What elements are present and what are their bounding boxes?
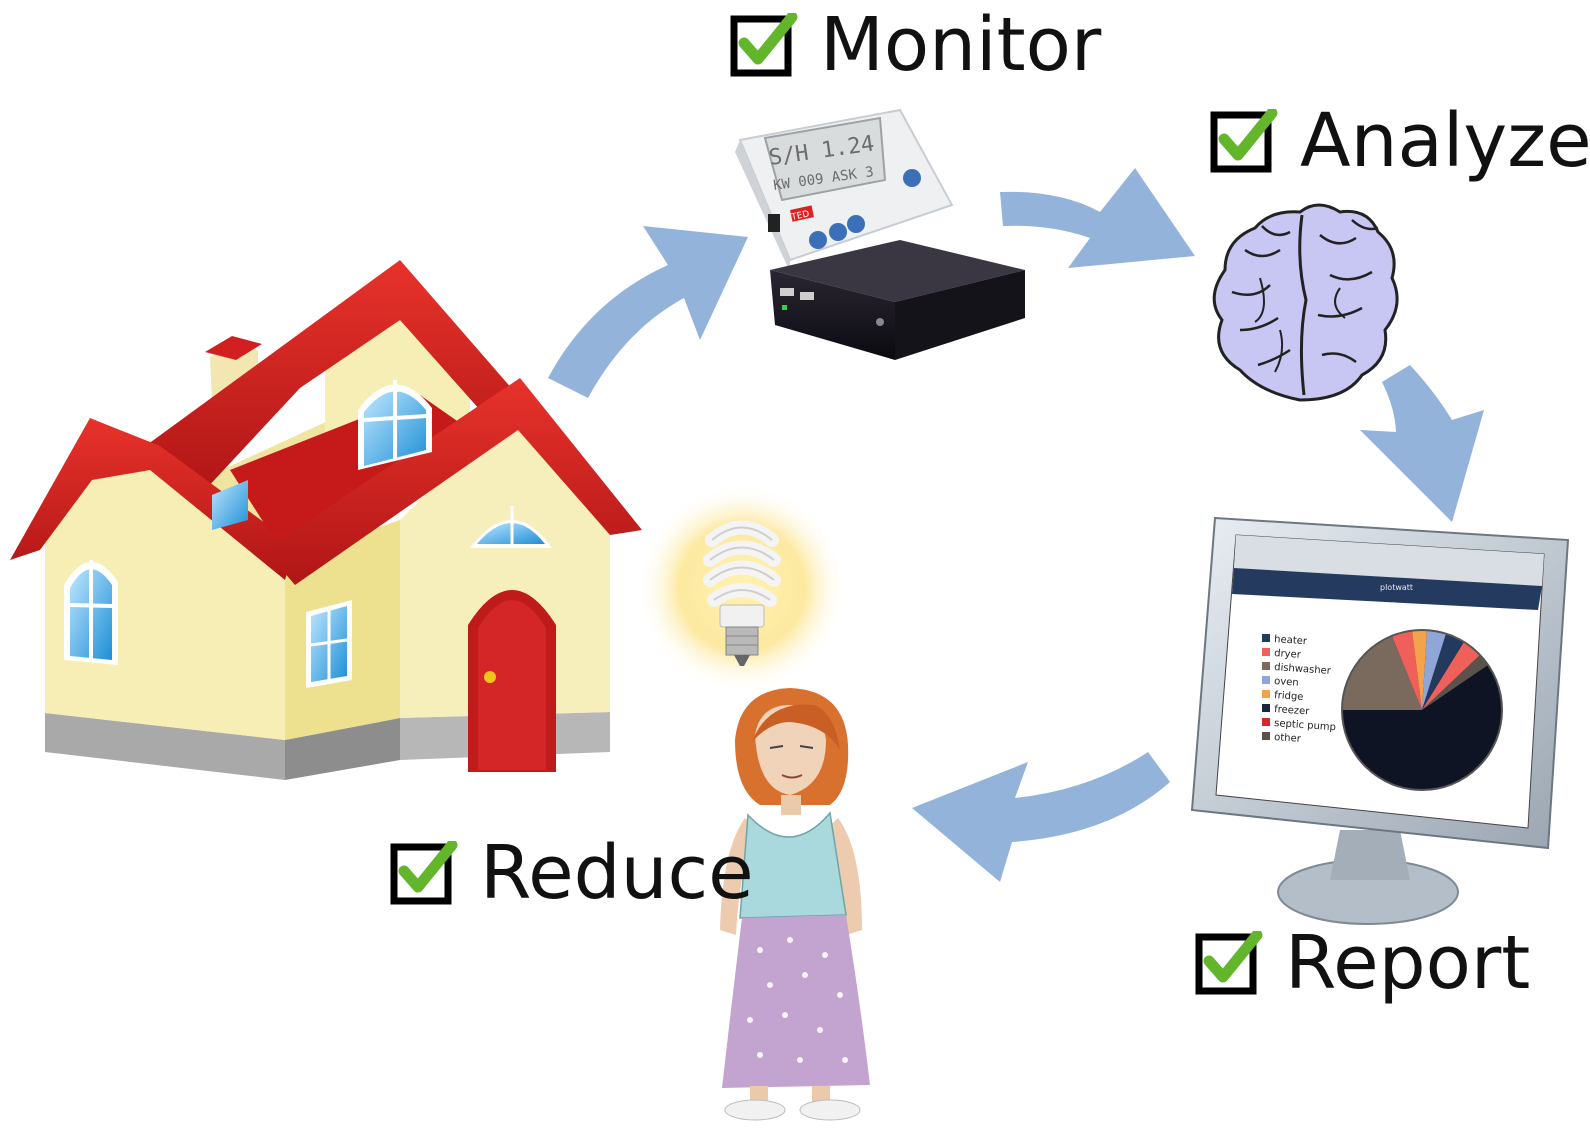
checkbox-icon: [390, 841, 458, 905]
house-window: [212, 480, 248, 530]
legend-swatch: [1262, 634, 1270, 642]
legend-swatch: [1262, 704, 1270, 712]
house-window: [358, 380, 432, 470]
step-label-reduce: Reduce: [480, 830, 754, 916]
house-window: [64, 560, 118, 665]
flow-arrow-monitor-to-analyze: [1000, 168, 1195, 268]
legend-swatch: [1262, 718, 1270, 726]
checkbox-icon: [730, 13, 798, 77]
flow-arrow-house-to-monitor: [548, 226, 748, 398]
legend-swatch: [1262, 732, 1270, 740]
legend-label: heater: [1274, 634, 1308, 647]
brain: [1212, 203, 1399, 402]
device-brand: TED: [790, 209, 811, 223]
flow-arrow-analyze-to-report: [1360, 365, 1484, 522]
house-window: [470, 506, 552, 548]
legend-swatch: [1262, 648, 1270, 656]
legend-label: oven: [1274, 676, 1299, 689]
legend-swatch: [1262, 662, 1270, 670]
step-label-monitor: Monitor: [820, 2, 1102, 88]
step-label-analyze: Analyze: [1300, 98, 1590, 184]
monitor-device: S/H 1.24 KW 009 ASK 3 TED: [735, 108, 954, 272]
house-window: [306, 600, 352, 688]
step-monitor: Monitor: [730, 8, 1101, 82]
step-analyze: Analyze: [1210, 104, 1590, 178]
checkbox-icon: [1210, 109, 1278, 173]
step-reduce: Reduce: [390, 836, 754, 910]
gateway-box: [770, 240, 1025, 360]
legend-label: freezer: [1274, 704, 1311, 717]
report-legend: heaterdryerdishwasherovenfridgefreezerse…: [1262, 634, 1336, 745]
report-app-name: plotwatt: [1380, 583, 1413, 592]
legend-label: dishwasher: [1274, 662, 1332, 677]
house: [10, 260, 642, 780]
computer-monitor: plotwatt heaterdryerdishwasherovenfridge…: [1190, 516, 1570, 925]
legend-label: dryer: [1274, 648, 1302, 661]
legend-label: fridge: [1274, 690, 1304, 703]
legend-swatch: [1262, 676, 1270, 684]
step-label-report: Report: [1285, 920, 1531, 1006]
house-door: [468, 590, 556, 772]
woman: [720, 688, 870, 1121]
checkbox-icon: [1195, 931, 1263, 995]
legend-swatch: [1262, 690, 1270, 698]
legend-label: other: [1274, 732, 1302, 745]
step-report: Report: [1195, 926, 1530, 1000]
report-pie-chart: [1341, 629, 1503, 791]
legend-label: septic pump: [1274, 718, 1336, 733]
light-bulb: [637, 483, 847, 693]
flow-arrow-report-to-reduce: [912, 752, 1170, 882]
